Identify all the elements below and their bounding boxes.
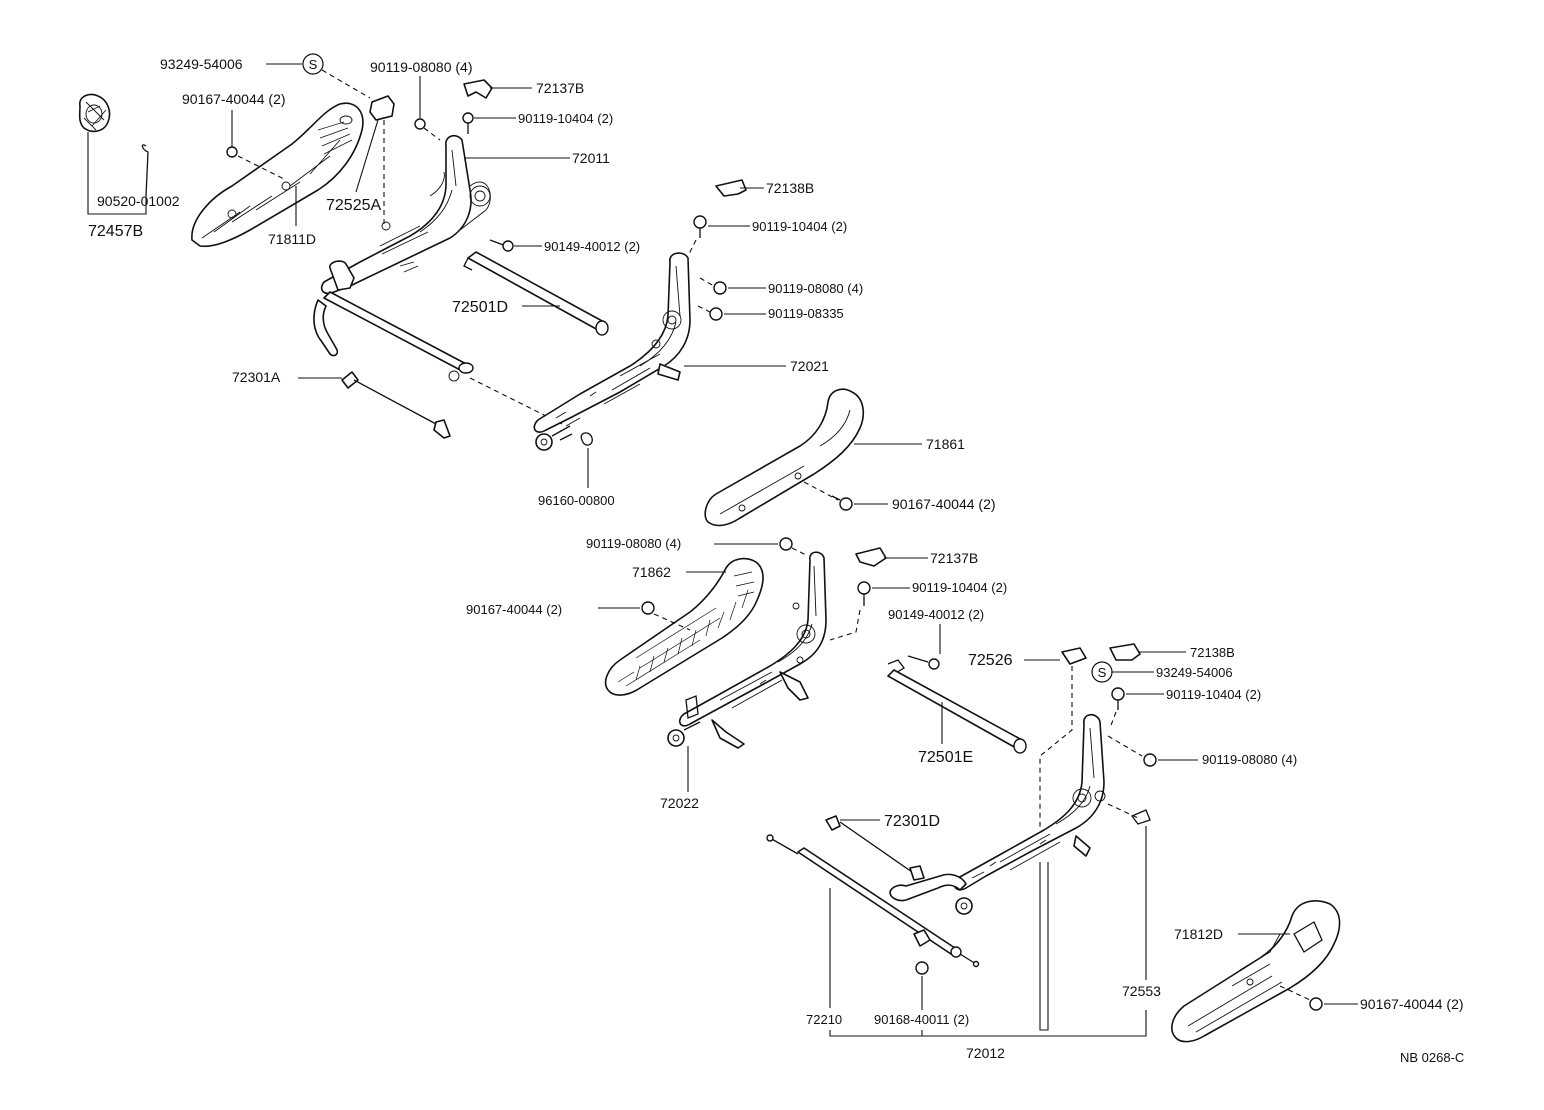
label-90167-40044-top: 90167-40044 (2)	[182, 91, 286, 107]
label-90119-08080-mid: 90119-08080 (4)	[768, 281, 863, 296]
label-90119-08080-top: 90119-08080 (4)	[370, 59, 472, 75]
bolt-90149-40012-low[interactable]	[907, 655, 940, 670]
seat-track-72022[interactable]	[667, 551, 827, 749]
bolt-90119-08080-low[interactable]	[779, 537, 793, 551]
label-71812d: 71812D	[1174, 926, 1223, 942]
seat-track-72021[interactable]	[533, 252, 691, 451]
clip-72553[interactable]	[1130, 809, 1151, 825]
label-93249-54006-top: 93249-54006	[160, 56, 243, 72]
label-93249-54006-low: 93249-54006	[1156, 665, 1233, 680]
label-72012: 72012	[966, 1045, 1005, 1061]
seat-knob-72457b[interactable]	[78, 93, 111, 133]
label-72137b-low: 72137B	[930, 550, 978, 566]
bolt-90119-10404-mid[interactable]	[693, 215, 707, 238]
sealer-s-top: S	[309, 57, 318, 72]
screw-90167-40044-mid[interactable]	[831, 495, 853, 511]
label-90119-10404-right: 90119-10404 (2)	[1166, 687, 1261, 702]
label-72011: 72011	[572, 150, 610, 166]
label-72553: 72553	[1122, 983, 1161, 999]
cover-72137b-top[interactable]	[463, 79, 493, 99]
cover-clip-72526[interactable]	[1061, 647, 1087, 665]
label-90167-40044-mid: 90167-40044 (2)	[892, 496, 996, 512]
rod-72501e[interactable]	[887, 659, 1027, 754]
label-90168-40011: 90168-40011 (2)	[874, 1012, 969, 1027]
label-71811d: 71811D	[268, 231, 316, 247]
bolt-90119-10404-low[interactable]	[857, 581, 871, 606]
sealer-symbol-low: S	[1091, 661, 1113, 683]
clip-96160-00800[interactable]	[580, 432, 593, 446]
rod-72501d[interactable]	[463, 251, 609, 336]
label-90119-10404-top: 90119-10404 (2)	[518, 111, 613, 126]
screw-90167-top[interactable]	[226, 146, 238, 158]
label-90119-10404-mid: 90119-10404 (2)	[752, 219, 847, 234]
label-72525a: 72525A	[326, 197, 381, 214]
label-71862: 71862	[632, 564, 671, 580]
cover-clip-72525a[interactable]	[369, 95, 395, 121]
bolt-90119-10404-top[interactable]	[462, 112, 474, 134]
seat-cover-71812d[interactable]	[1171, 900, 1341, 1043]
cover-72137b-low[interactable]	[855, 547, 887, 567]
seat-cover-71811d[interactable]	[191, 102, 364, 248]
label-72137b-top: 72137B	[536, 80, 584, 96]
label-90119-08335: 90119-08335	[768, 306, 844, 321]
label-72022: 72022	[660, 795, 699, 811]
sealer-symbol-top: S	[302, 53, 324, 75]
screw-90167-40044-right[interactable]	[1309, 997, 1323, 1011]
bolt-90119-10404-right[interactable]	[1111, 687, 1125, 710]
label-72138b-top: 72138B	[766, 180, 814, 196]
label-90119-10404-low: 90119-10404 (2)	[912, 580, 1007, 595]
leader-72012	[829, 1010, 1147, 1037]
bolt-90149-40012-top[interactable]	[489, 239, 514, 252]
seat-cover-71861[interactable]	[704, 388, 865, 527]
label-90149-40012-top: 90149-40012 (2)	[544, 239, 640, 254]
clip-90168-40011[interactable]	[915, 961, 929, 975]
bolt-90119-08080-mid[interactable]	[713, 281, 727, 295]
label-72501e: 72501E	[918, 749, 973, 766]
screw-90167-40044-left[interactable]	[641, 601, 655, 615]
release-cable-72301a[interactable]	[341, 371, 451, 439]
label-90149-40012-low: 90149-40012 (2)	[888, 607, 984, 622]
cover-72138b-low[interactable]	[1109, 643, 1141, 661]
label-90167-40044-right: 90167-40044 (2)	[1360, 996, 1464, 1012]
seat-cover-71862[interactable]	[604, 557, 764, 696]
release-cable-72210[interactable]	[766, 834, 980, 968]
label-72301d: 72301D	[884, 813, 940, 830]
label-72210: 72210	[806, 1012, 842, 1027]
label-72138b-low: 72138B	[1190, 645, 1235, 660]
label-72021: 72021	[790, 358, 829, 374]
leader-72457b	[87, 132, 147, 215]
label-72457b: 72457B	[88, 223, 143, 240]
cover-72138b-top[interactable]	[715, 179, 747, 197]
bolt-90119-08080-top[interactable]	[414, 118, 426, 130]
seat-track-72011[interactable]	[313, 134, 491, 382]
label-72526: 72526	[968, 652, 1013, 669]
sealer-s-low: S	[1098, 665, 1107, 680]
bolt-90119-08335[interactable]	[709, 307, 723, 321]
label-90119-08080-low: 90119-08080 (4)	[586, 536, 681, 551]
label-90167-40044-left: 90167-40044 (2)	[466, 602, 562, 617]
spring-clip-90520[interactable]	[141, 144, 149, 197]
label-90119-08080-right: 90119-08080 (4)	[1202, 752, 1297, 767]
label-72301a: 72301A	[232, 369, 281, 385]
label-96160-00800: 96160-00800	[538, 493, 615, 508]
label-90520-01002: 90520-01002	[97, 193, 180, 209]
bolt-90119-08080-right[interactable]	[1143, 753, 1157, 767]
label-72501d: 72501D	[452, 299, 508, 316]
label-71861: 71861	[926, 436, 965, 452]
release-cable-72301d[interactable]	[825, 815, 925, 881]
seat-track-72012[interactable]	[889, 713, 1106, 915]
diagram-reference-code: NB 0268-C	[1400, 1050, 1464, 1065]
